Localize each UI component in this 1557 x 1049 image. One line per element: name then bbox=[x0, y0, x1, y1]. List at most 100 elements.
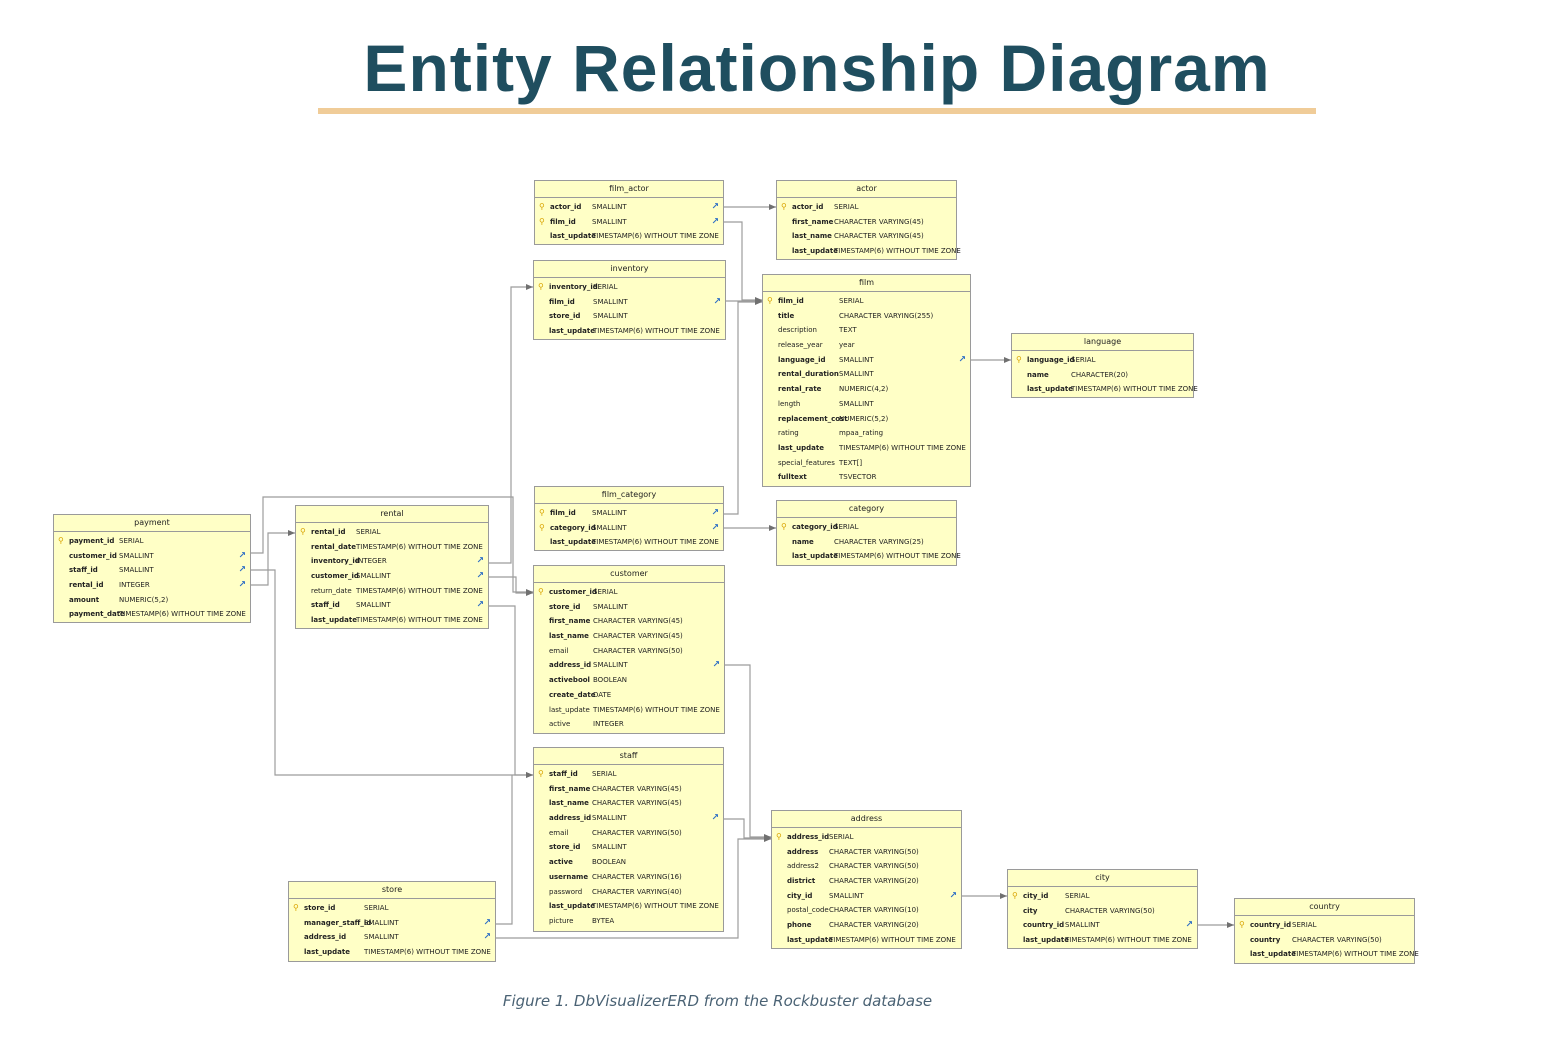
column-type: SMALLINT bbox=[593, 297, 628, 306]
foreign-key-arrow-icon: ↗ bbox=[238, 565, 246, 576]
column-name: actor_id bbox=[792, 203, 824, 211]
column-name: first_name bbox=[549, 617, 591, 626]
foreign-key-arrow-icon: ↗ bbox=[712, 660, 720, 671]
column-type: SMALLINT bbox=[593, 661, 628, 670]
link-customer-address bbox=[725, 664, 771, 840]
column-type: NUMERIC(5,2) bbox=[119, 595, 169, 604]
column-name: last_update bbox=[1250, 950, 1296, 959]
column-type: SMALLINT bbox=[1065, 921, 1100, 930]
column-type: SMALLINT bbox=[839, 370, 874, 379]
column-name: rental_id bbox=[69, 581, 104, 590]
key-icon: ⚲ bbox=[781, 522, 787, 531]
column-type: TIMESTAMP(6) WITHOUT TIME ZONE bbox=[592, 902, 719, 911]
column-type: CHARACTER VARYING(16) bbox=[592, 872, 682, 881]
table-header: city bbox=[1008, 870, 1197, 887]
column-type: SMALLINT bbox=[364, 933, 399, 942]
link-rental-inventory bbox=[489, 284, 533, 564]
column-name: picture bbox=[549, 916, 574, 925]
table-header: staff bbox=[534, 748, 723, 765]
foreign-key-arrow-icon: ↗ bbox=[711, 813, 719, 824]
column-type: TEXT bbox=[839, 326, 857, 335]
column-name: last_update bbox=[311, 616, 357, 625]
column-name: address2 bbox=[787, 862, 819, 871]
key-icon: ⚲ bbox=[539, 216, 545, 226]
column-name: name bbox=[1027, 370, 1049, 379]
column-name: country_id bbox=[1023, 921, 1065, 930]
link-payment-staff bbox=[251, 569, 533, 778]
link-rental-customer bbox=[489, 576, 533, 596]
column-name: length bbox=[778, 399, 801, 408]
column-name: store_id bbox=[549, 843, 581, 852]
foreign-key-arrow-icon: ↗ bbox=[238, 550, 246, 561]
page-title: Entity Relationship Diagram bbox=[363, 31, 1271, 105]
column-type: INTEGER bbox=[356, 557, 387, 566]
column-type: CHARACTER VARYING(25) bbox=[834, 537, 924, 546]
table-header: film_category bbox=[535, 487, 723, 504]
key-icon: ⚲ bbox=[58, 536, 64, 545]
column-type: SERIAL bbox=[1071, 356, 1096, 364]
column-name: staff_id bbox=[549, 770, 578, 778]
column-name: language_id bbox=[778, 355, 826, 364]
column-type: INTEGER bbox=[593, 720, 624, 729]
column-type: BOOLEAN bbox=[593, 676, 628, 685]
column-name: description bbox=[778, 326, 817, 335]
column-type: TIMESTAMP(6) WITHOUT TIME ZONE bbox=[839, 443, 966, 452]
column-name: replacement_cost bbox=[778, 414, 848, 423]
column-name: film_id bbox=[550, 217, 576, 226]
column-name: address_id bbox=[304, 933, 347, 942]
column-type: SMALLINT bbox=[119, 566, 154, 575]
column-name: last_name bbox=[792, 232, 832, 241]
column-name: address_id bbox=[549, 661, 592, 670]
column-name: city bbox=[1023, 906, 1038, 915]
column-name: country_id bbox=[1250, 921, 1292, 929]
column-type: BOOLEAN bbox=[592, 858, 627, 867]
column-name: film_id bbox=[550, 509, 576, 517]
link-payment-rental bbox=[251, 530, 295, 586]
column-name: email bbox=[549, 646, 569, 655]
table-header: category bbox=[777, 501, 956, 518]
column-name: active bbox=[549, 858, 573, 867]
column-name: store_id bbox=[549, 312, 581, 321]
column-name: address_id bbox=[549, 814, 592, 823]
column-type: SMALLINT bbox=[356, 572, 391, 581]
foreign-key-arrow-icon: ↗ bbox=[476, 600, 484, 611]
column-name: country bbox=[1250, 935, 1281, 944]
column-type: CHARACTER VARYING(255) bbox=[839, 311, 934, 320]
column-name: film_id bbox=[778, 297, 804, 305]
column-name: rental_duration bbox=[778, 370, 839, 379]
